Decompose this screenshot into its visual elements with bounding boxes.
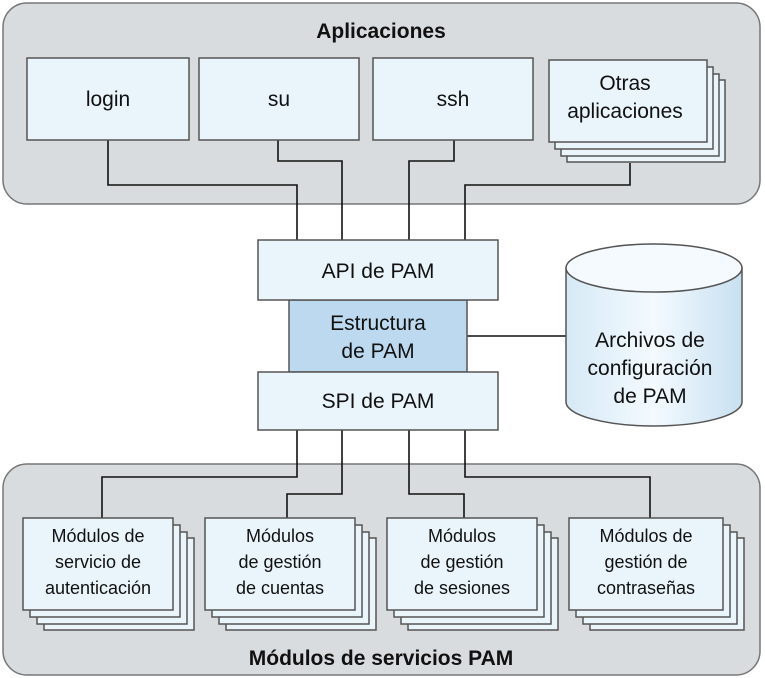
app-box-other-label-1: Otras: [599, 72, 650, 95]
pam-api-box: API de PAM: [257, 239, 499, 301]
pam-spi-label: SPI de PAM: [322, 390, 435, 413]
module-connectors: [101, 430, 651, 518]
module-stack-sessions: Módulos de gestión de sesiones: [386, 517, 559, 631]
module-stack-accounts: Módulos de gestión de cuentas: [204, 517, 377, 631]
app-box-su-label: su: [268, 88, 290, 111]
config-files-label-3: de PAM: [613, 385, 686, 408]
connector-spi-account: [286, 430, 343, 518]
app-box-ssh: ssh: [372, 57, 534, 141]
modules-group-title: Módulos de servicios PAM: [249, 647, 514, 670]
connector-su-api: [277, 140, 343, 240]
pam-structure-box: Estructura de PAM: [288, 299, 468, 373]
module-stack-passwords: Módulos de gestión de contraseñas: [568, 517, 745, 631]
app-box-other-label-2: aplicaciones: [567, 100, 683, 123]
config-files-label-2: configuración: [588, 357, 713, 380]
applications-group-title: Aplicaciones: [316, 20, 446, 43]
connector-other-api: [464, 163, 631, 240]
module-stack-authentication: Módulos de servicio de autenticación: [22, 517, 195, 631]
config-files-cylinder: Archivos de configuración de PAM: [565, 243, 743, 427]
module-auth-label-2: servicio de: [55, 552, 141, 572]
module-accounts-label-3: de cuentas: [236, 578, 324, 598]
connector-spi-password: [464, 430, 651, 518]
module-sessions-label-2: de gestión: [420, 552, 503, 572]
module-passwords-label-1: Módulos de: [599, 526, 692, 546]
module-sessions-label-3: de sesiones: [414, 578, 510, 598]
module-sessions-label-1: Módulos: [428, 526, 496, 546]
connector-ssh-api: [408, 140, 455, 240]
app-connectors: [107, 140, 631, 240]
app-box-login: login: [26, 57, 190, 141]
pam-api-label: API de PAM: [322, 260, 435, 283]
config-files-label-1: Archivos de: [595, 329, 705, 352]
connector-spi-session: [408, 430, 465, 518]
app-box-su: su: [198, 57, 360, 141]
module-accounts-label-1: Módulos: [246, 526, 314, 546]
pam-structure-label-2: de PAM: [341, 340, 414, 363]
module-passwords-label-3: contraseñas: [597, 578, 695, 598]
pam-structure-label-1: Estructura: [330, 312, 426, 335]
module-accounts-label-2: de gestión: [238, 552, 321, 572]
connector-spi-auth: [101, 430, 298, 518]
connector-login-api: [107, 140, 298, 240]
app-box-other-stack: Otras aplicaciones: [548, 59, 726, 163]
app-box-login-label: login: [86, 88, 130, 111]
module-auth-label-1: Módulos de: [51, 526, 144, 546]
module-auth-label-3: autenticación: [45, 578, 151, 598]
module-passwords-label-2: gestión de: [604, 552, 687, 572]
pam-spi-box: SPI de PAM: [257, 371, 499, 431]
app-box-ssh-label: ssh: [437, 88, 470, 111]
